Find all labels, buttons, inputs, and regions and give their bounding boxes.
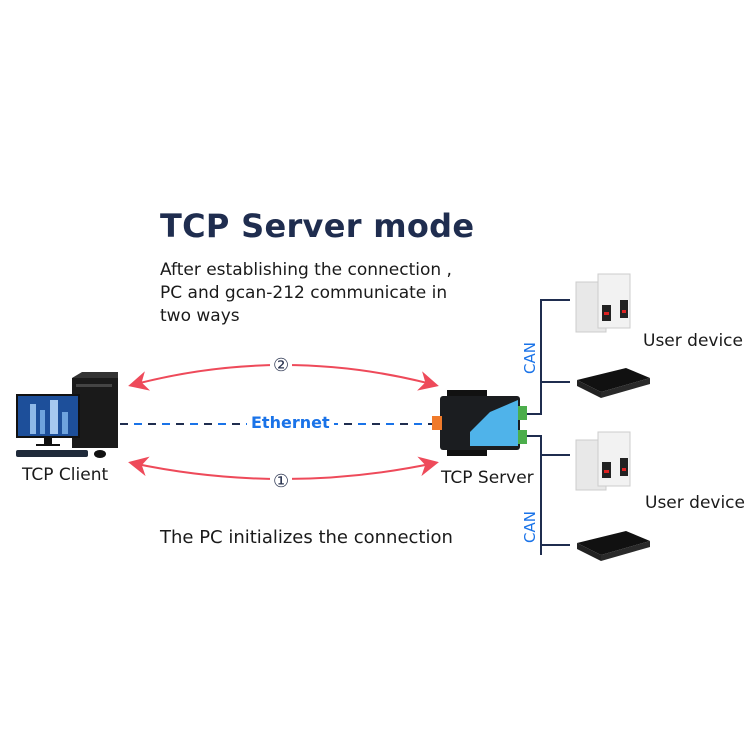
step-1-marker: ①	[270, 472, 293, 492]
tcp-server-label: TCP Server	[441, 468, 534, 488]
can-bus-1-label: CAN	[521, 342, 539, 374]
can-bus-1-lines	[527, 299, 570, 415]
ethernet-label: Ethernet	[247, 413, 334, 432]
can-bus-2-lines	[527, 435, 570, 555]
subtitle-line-2: PC and gcan-212 communicate in	[160, 283, 448, 303]
step-2-marker: ②	[270, 356, 293, 376]
user-device-1-label: User device	[643, 331, 743, 351]
subtitle-line-3: two ways	[160, 306, 240, 326]
can-bus-2-label: CAN	[521, 511, 539, 543]
tcp-client-label: TCP Client	[22, 465, 109, 485]
diagram-title: TCP Server mode	[160, 207, 475, 245]
subtitle-line-1: After establishing the connection ,	[160, 260, 452, 280]
user-device-2-label: User device	[645, 493, 745, 513]
footer-caption: The PC initializes the connection	[160, 527, 453, 548]
